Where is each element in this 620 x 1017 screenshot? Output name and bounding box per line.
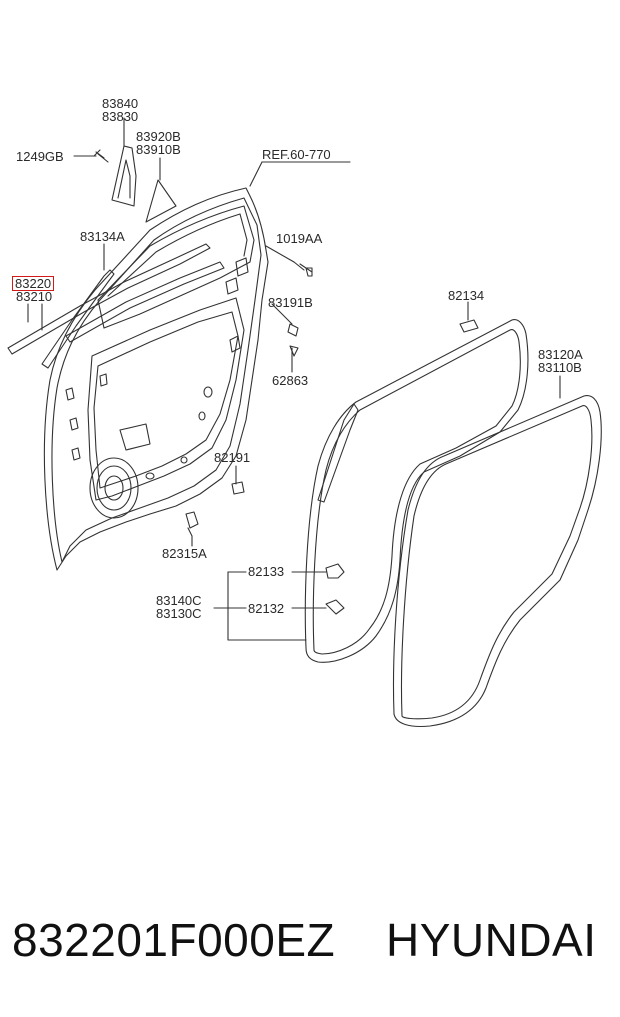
door-panel-outline bbox=[43, 187, 269, 571]
label-83920b: 83920B bbox=[136, 129, 181, 144]
label-83120a: 83120A bbox=[538, 347, 583, 362]
label-ref: REF.60-770 bbox=[262, 147, 331, 162]
label-83840: 83840 bbox=[102, 96, 139, 111]
label-82315a: 82315A bbox=[162, 546, 207, 561]
label-83220-highlighted: 83220 bbox=[12, 276, 55, 291]
label-82133: 82133 bbox=[248, 564, 285, 579]
glass-run-channel bbox=[41, 269, 115, 369]
label-1249gb: 1249GB bbox=[16, 149, 64, 164]
part-number-caption: 832201F000EZ bbox=[12, 914, 336, 966]
label-82134: 82134 bbox=[448, 288, 485, 303]
label-83140c: 83140C bbox=[156, 593, 202, 608]
window-frame bbox=[97, 205, 255, 329]
belt-weatherstrip-inner bbox=[65, 261, 225, 343]
door-seal-opening bbox=[304, 319, 529, 663]
label-83910b: 83910B bbox=[136, 142, 181, 157]
label-83134a: 83134A bbox=[80, 229, 125, 244]
label-83210: 83210 bbox=[16, 289, 53, 304]
label-1019aa: 1019AA bbox=[276, 231, 323, 246]
quarter-glass bbox=[145, 179, 177, 223]
label-83110b: 83110B bbox=[538, 360, 582, 375]
delta-cover bbox=[111, 145, 137, 207]
label-62863: 62863 bbox=[272, 373, 309, 388]
inner-module bbox=[87, 297, 245, 501]
speaker-ring bbox=[89, 457, 139, 519]
parts-diagram bbox=[7, 117, 602, 728]
label-83830: 83830 bbox=[102, 109, 139, 124]
label-82132: 82132 bbox=[248, 601, 285, 616]
belt-weatherstrip-outer bbox=[7, 243, 211, 355]
label-83191b: 83191B bbox=[268, 295, 313, 310]
label-82191: 82191 bbox=[214, 450, 251, 465]
door-panel-inner-edge bbox=[51, 197, 262, 563]
door-seal-body bbox=[392, 395, 602, 728]
label-83130c: 83130C bbox=[156, 606, 202, 621]
brand-caption: HYUNDAI bbox=[386, 914, 597, 966]
